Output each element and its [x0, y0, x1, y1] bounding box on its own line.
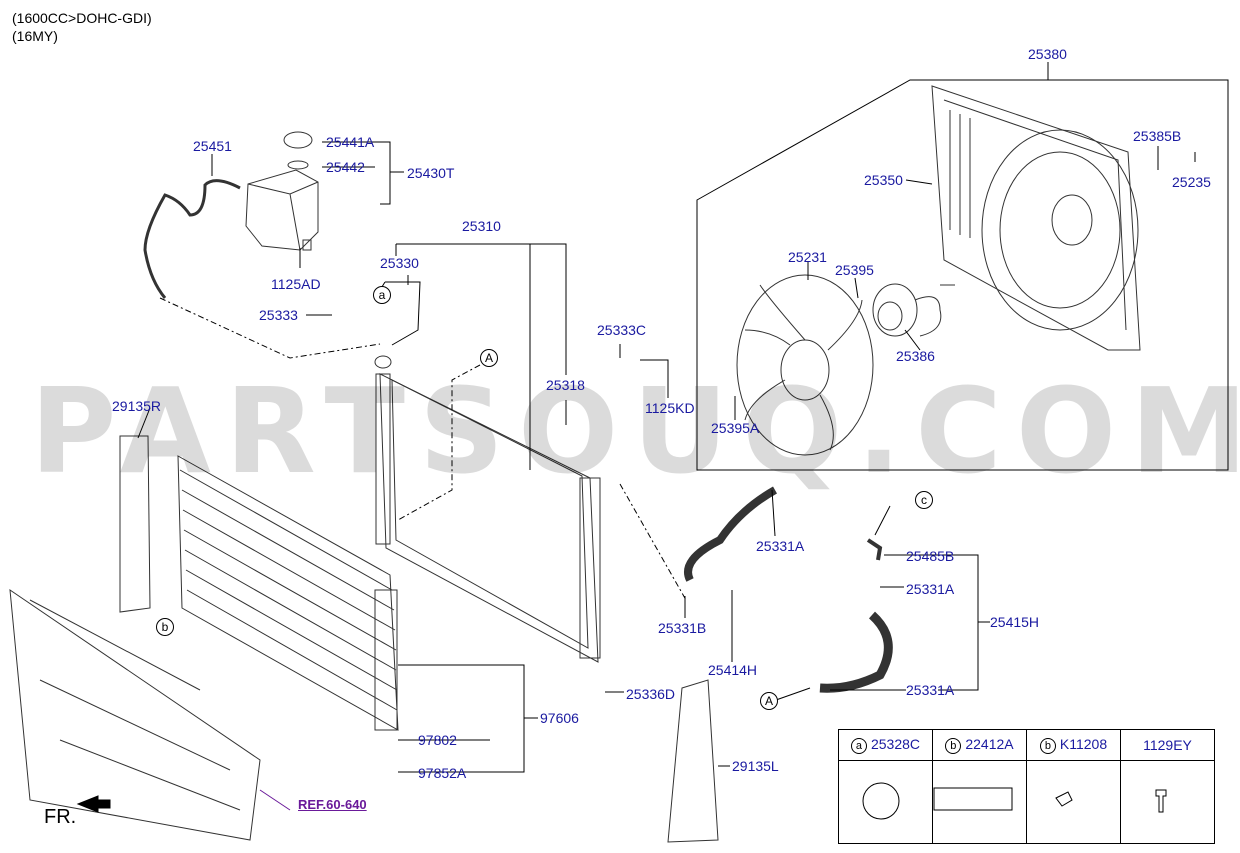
- front-arrow-icon: [76, 795, 111, 813]
- callout-b: b: [156, 618, 174, 636]
- part-25414H[interactable]: 25414H: [708, 662, 758, 678]
- part-97852A[interactable]: 97852A: [418, 765, 467, 781]
- part-25385B[interactable]: 25385B: [1133, 128, 1182, 144]
- engine-spec: (1600CC>DOHC-GDI): [12, 10, 152, 26]
- air-guard-left: [667, 679, 719, 843]
- condenser: [177, 455, 399, 731]
- part-25318[interactable]: 25318: [546, 377, 585, 393]
- ref-leader: [259, 789, 291, 811]
- part-25235[interactable]: 25235: [1172, 174, 1211, 190]
- reservoir-tank: [245, 131, 319, 251]
- radiator: [374, 355, 601, 663]
- part-1125AD[interactable]: 1125AD: [271, 276, 321, 292]
- hose-fitting: [866, 538, 883, 561]
- part-29135L[interactable]: 29135L: [732, 758, 779, 774]
- part-25330[interactable]: 25330: [380, 255, 419, 271]
- overflow-hose: [143, 179, 241, 299]
- upper-hose: [684, 486, 777, 582]
- part-25333C[interactable]: 25333C: [597, 322, 647, 338]
- part-29135R[interactable]: 29135R: [112, 398, 162, 414]
- part-97606[interactable]: 97606: [540, 710, 579, 726]
- reference-link[interactable]: REF.60-640: [298, 797, 367, 812]
- legend-part: K11208: [1059, 736, 1108, 753]
- legend-letter: b: [1039, 737, 1056, 754]
- legend-part: 25328C: [870, 736, 921, 753]
- leader-lines: [137, 62, 1196, 773]
- dashed-ref-2: [397, 364, 481, 521]
- part-25395[interactable]: 25395: [835, 262, 874, 278]
- part-25331A-upper[interactable]: 25331A: [756, 538, 805, 554]
- part-25331B[interactable]: 25331B: [658, 620, 707, 636]
- part-25442[interactable]: 25442: [326, 159, 365, 175]
- part-25380[interactable]: 25380: [1028, 46, 1067, 62]
- dashed-ref-3: [619, 483, 687, 601]
- part-97802[interactable]: 97802: [418, 732, 457, 748]
- part-25331A-lower[interactable]: 25331A: [906, 682, 955, 698]
- part-25331A-middle[interactable]: 25331A: [906, 581, 955, 597]
- fan-assembly-box: [696, 79, 1229, 471]
- air-guard-right: [119, 435, 151, 613]
- dashed-ref-1: [159, 297, 381, 359]
- legend-part: 22412A: [965, 736, 1014, 753]
- legend-icon-cell: [932, 760, 1027, 844]
- part-25451[interactable]: 25451: [193, 138, 232, 154]
- part-25310[interactable]: 25310: [462, 218, 501, 234]
- part-25333[interactable]: 25333: [259, 307, 298, 323]
- callout-a: a: [373, 286, 391, 304]
- legend-letter: b: [945, 737, 962, 754]
- part-25485B[interactable]: 25485B: [906, 548, 955, 564]
- legend-icon-cell: [838, 760, 933, 844]
- part-25441A[interactable]: 25441A: [326, 134, 375, 150]
- part-25430T[interactable]: 25430T: [407, 165, 455, 181]
- part-25231[interactable]: 25231: [788, 249, 827, 265]
- part-25386[interactable]: 25386: [896, 348, 935, 364]
- part-25350[interactable]: 25350: [864, 172, 903, 188]
- arrow-A-leader: [775, 687, 811, 701]
- part-25336D[interactable]: 25336D: [626, 686, 676, 702]
- legend-icon-cell: [1026, 760, 1121, 844]
- callout-c: c: [915, 491, 933, 509]
- model-year: (16MY): [12, 28, 58, 44]
- part-1125KD[interactable]: 1125KD: [645, 400, 695, 416]
- cooling-fan-blade: [736, 274, 874, 456]
- callout-A-radiator: A: [480, 349, 498, 367]
- legend-icon-cell: [1120, 760, 1215, 844]
- lower-hose: [819, 611, 893, 693]
- front-label: FR.: [44, 806, 77, 828]
- part-25395A[interactable]: 25395A: [711, 420, 760, 436]
- legend-part: 1129EY: [1143, 737, 1192, 753]
- fan-motor: [872, 283, 955, 337]
- part-25415H[interactable]: 25415H: [990, 614, 1040, 630]
- front-end-carrier: [9, 588, 261, 841]
- legend-cell-1129EY[interactable]: 1129EY: [1120, 729, 1215, 761]
- legend-letter: a: [850, 737, 867, 754]
- fan-shroud: [931, 85, 1141, 351]
- callout-A-hose: A: [760, 692, 778, 710]
